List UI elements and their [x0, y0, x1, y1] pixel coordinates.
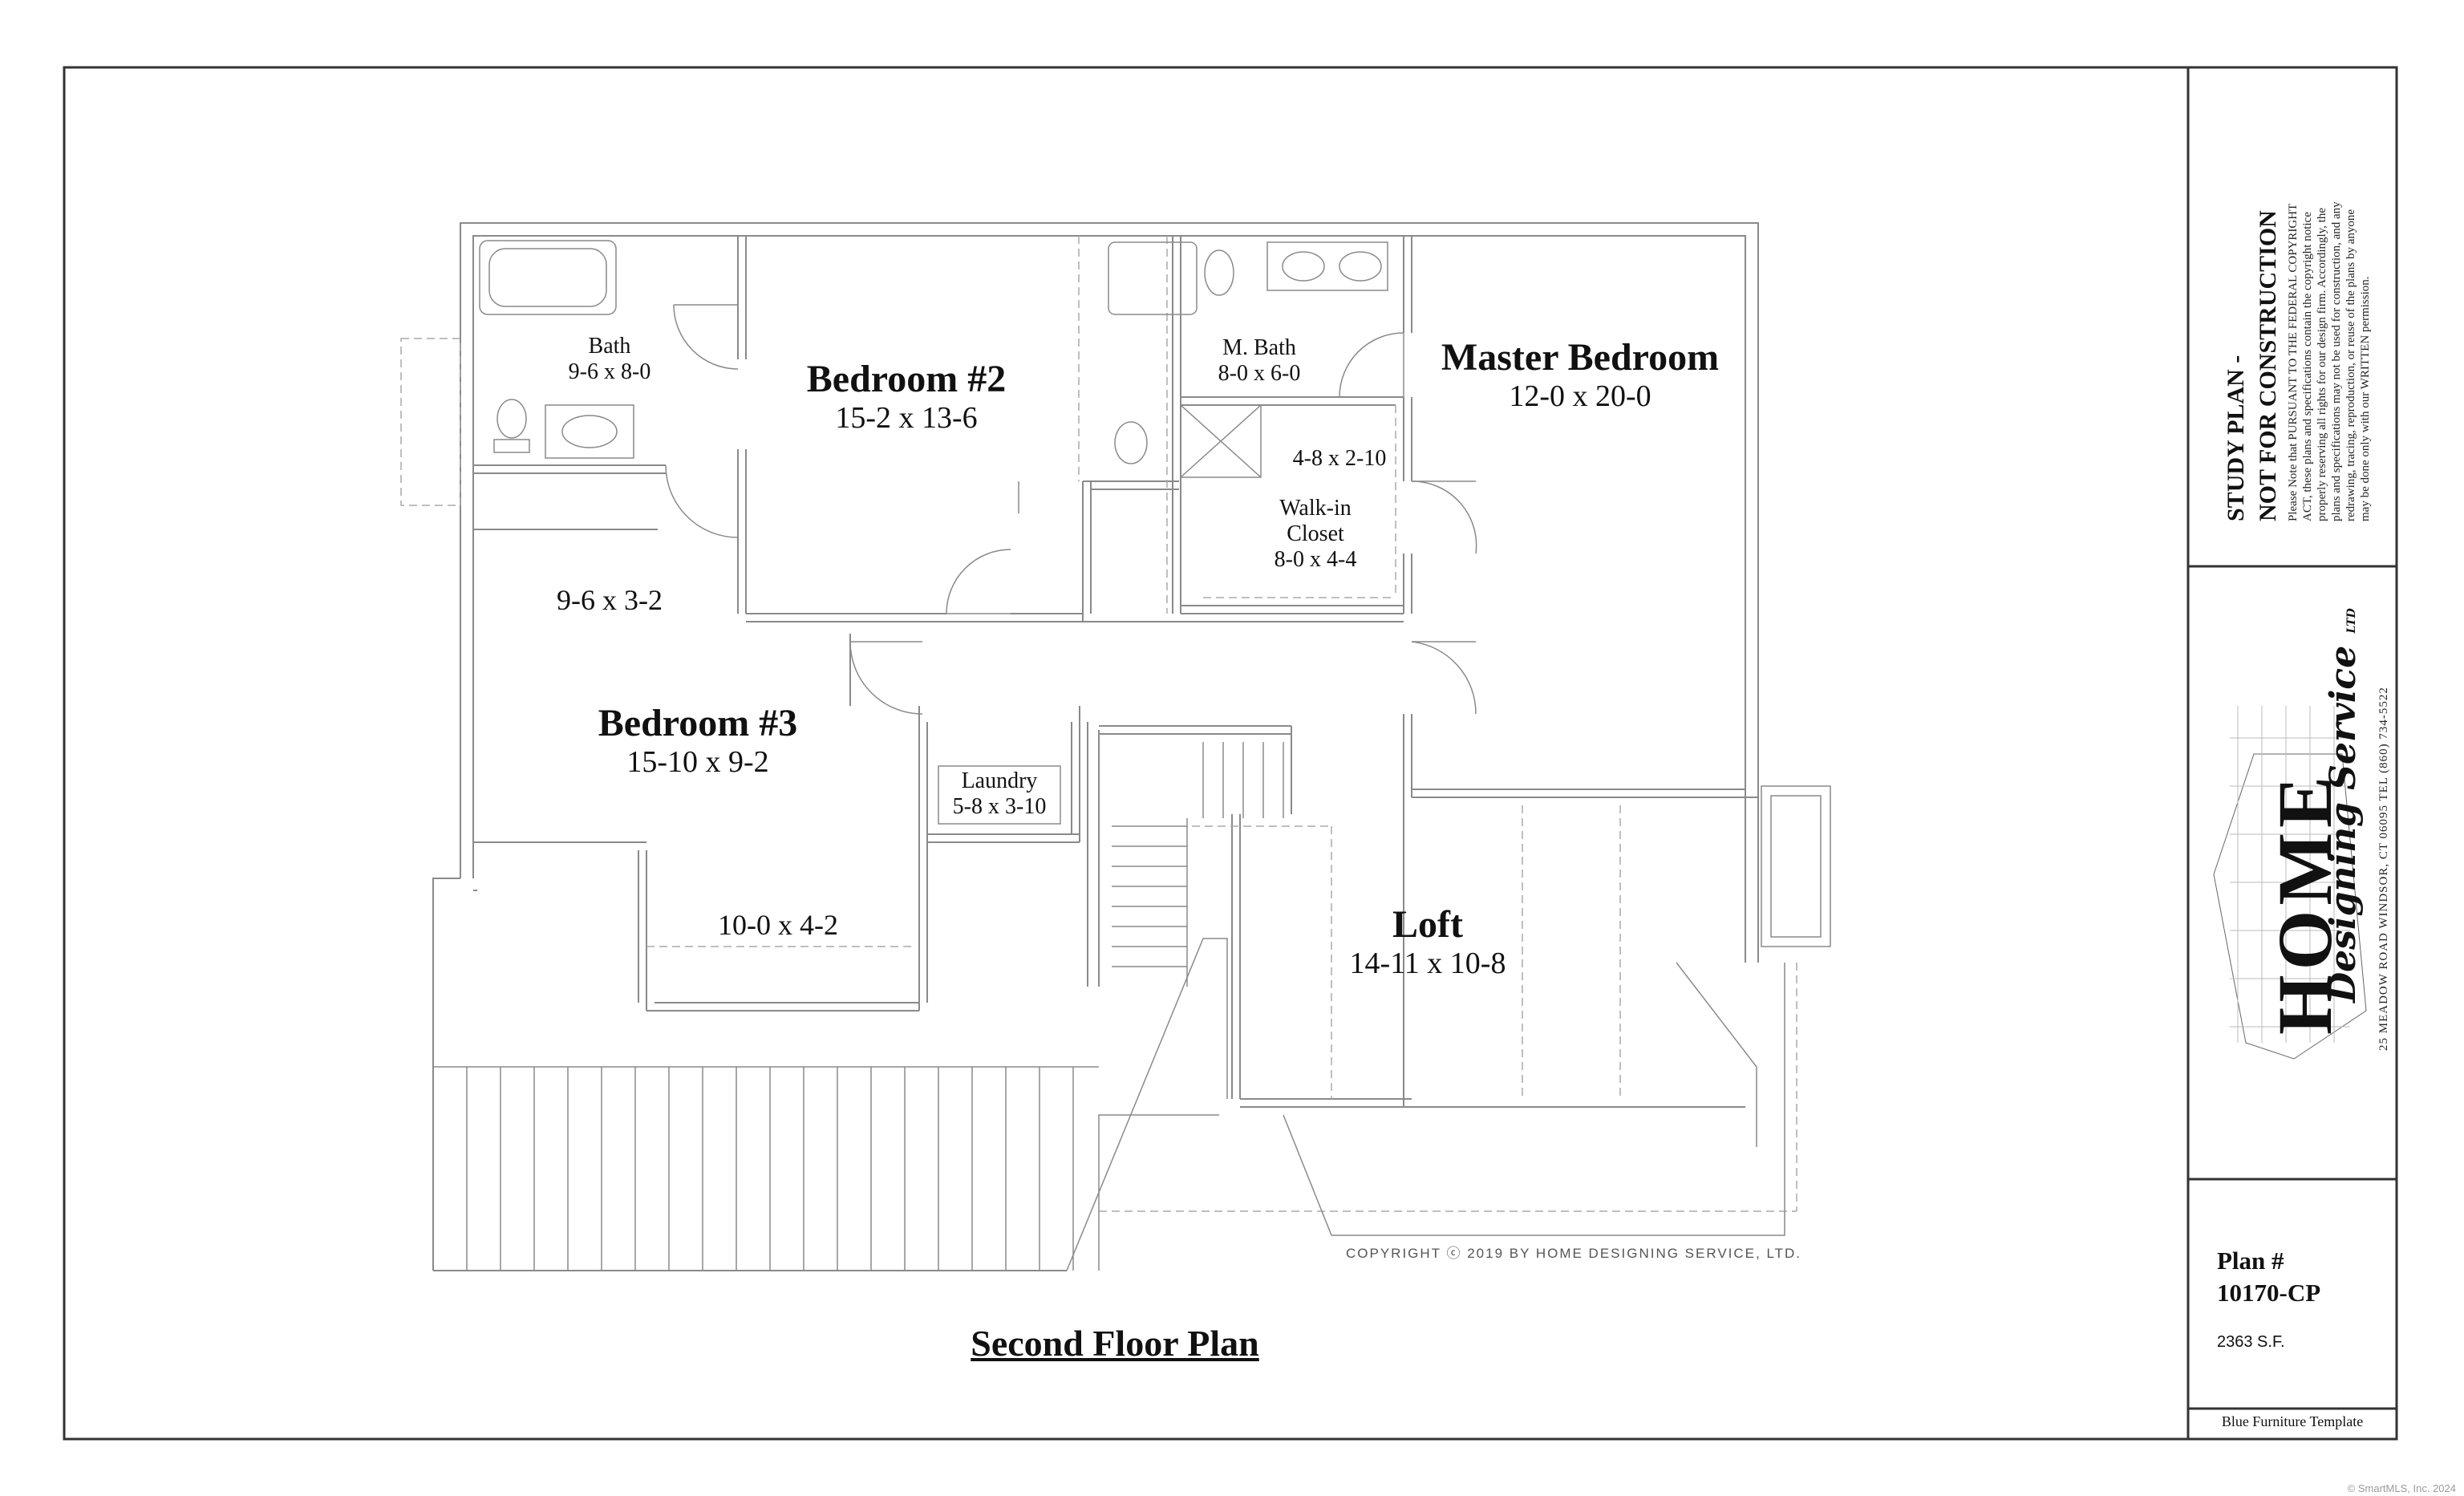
logo-script-text: Designing Service [2323, 645, 2364, 1003]
notice-line-3: properly reserving all rights for our de… [2316, 207, 2328, 521]
walkin-line1: Walk-in [1279, 496, 1352, 521]
walkin-label: Walk-in Closet 8-0 x 4-4 [1259, 496, 1372, 574]
loft-dims: 14-11 x 10-8 [1349, 947, 1506, 981]
watermark: © SmartMLS, Inc. 2024 [2347, 1482, 2456, 1494]
shower-label: 4-8 x 2-10 [1283, 446, 1396, 472]
plan-label: Plan # [2217, 1247, 2284, 1275]
mbath-name: M. Bath [1222, 335, 1296, 360]
logo-ltd: LTD [2345, 608, 2358, 634]
laundry-box [938, 765, 1061, 825]
shower-dims: 4-8 x 2-10 [1292, 446, 1387, 471]
bath-name: Bath [588, 334, 631, 359]
plan-number: 10170-CP [2217, 1279, 2321, 1307]
sheet-border [63, 66, 2398, 1441]
bedroom2-dims: 15-2 x 13-6 [835, 401, 978, 436]
vanity [545, 404, 634, 459]
master-dims: 12-0 x 20-0 [1509, 379, 1651, 414]
mbath-label: M. Bath 8-0 x 6-0 [1203, 335, 1315, 387]
bedroom2-label: Bedroom #2 15-2 x 13-6 [770, 357, 1043, 436]
closet3-dims: 10-0 x 4-2 [718, 909, 838, 941]
stairs [1112, 742, 1284, 987]
master-name: Master Bedroom [1441, 336, 1720, 379]
template-name: Blue Furniture Template [2221, 1413, 2364, 1429]
laundry-name: Laundry [961, 768, 1038, 793]
notice-line-5: redrawing, tracing, reproduction, or reu… [2344, 209, 2357, 521]
exterior-walls [432, 222, 1759, 1271]
bedroom3-dims: 15-10 x 9-2 [626, 745, 769, 780]
bath-dims: 9-6 x 8-0 [568, 359, 651, 385]
address-text: 25 MEADOW ROAD WINDSOR, CT 06095 TEL (86… [2377, 687, 2390, 1051]
roof-lines [433, 785, 1831, 1271]
fixtures [479, 240, 1388, 825]
area: 2363 S.F. [2217, 1333, 2285, 1351]
laundry-label: Laundry 5-8 x 3-10 [943, 768, 1056, 820]
walkin-line2: Closet [1287, 521, 1344, 547]
dashed-lines [400, 236, 1797, 1212]
hall-closet-dims: 9-6 x 3-2 [557, 584, 663, 616]
laundry-dims: 5-8 x 3-10 [952, 794, 1047, 820]
logo-mark [2213, 706, 2367, 1060]
shower [1180, 404, 1262, 478]
study-line1: STUDY PLAN - [2223, 355, 2249, 521]
study-plan-heading: STUDY PLAN - NOT FOR CONSTRUCTION [2220, 210, 2284, 521]
study-line2: NOT FOR CONSTRUCTION [2255, 210, 2281, 521]
walkin-dims: 8-0 x 4-4 [1274, 547, 1357, 573]
master-label: Master Bedroom 12-0 x 20-0 [1412, 335, 1749, 415]
notice-line-2: ACT, these plans and specifications cont… [2301, 212, 2314, 521]
notice-line-1: Please Note that PURSUANT TO THE FEDERAL… [2287, 203, 2300, 521]
notice-line-6: may be done only with our WRITTEN permis… [2359, 276, 2372, 521]
mbath-dims: 8-0 x 6-0 [1218, 361, 1301, 387]
bedroom3-label: Bedroom #3 15-10 x 9-2 [561, 701, 834, 780]
hall-closet-label: 9-6 x 3-2 [529, 584, 690, 617]
logo-script: Designing Service LTD [2323, 608, 2364, 1003]
notice-line-4: plans and specifications may not be used… [2330, 201, 2343, 521]
closet3-label: 10-0 x 4-2 [698, 909, 858, 942]
bathtub [479, 240, 617, 315]
loft-name: Loft [1392, 903, 1463, 946]
door-swings [665, 304, 1477, 715]
sheet-title: Second Floor Plan [971, 1323, 1259, 1364]
copyright-line: COPYRIGHT ⓒ 2019 BY HOME DESIGNING SERVI… [1346, 1246, 1802, 1261]
loft-label: Loft 14-11 x 10-8 [1315, 902, 1540, 982]
toilet [496, 399, 527, 439]
plan-number-block: Plan # 10170-CP [2217, 1245, 2320, 1309]
bedroom3-name: Bedroom #3 [598, 702, 798, 744]
copyright-notice: Please Note that PURSUANT TO THE FEDERAL… [2286, 201, 2373, 521]
bedroom2-name: Bedroom #2 [806, 358, 1007, 400]
address: 25 MEADOW ROAD WINDSOR, CT 06095 TEL (86… [2377, 687, 2391, 1051]
bath-label: Bath 9-6 x 8-0 [553, 334, 666, 385]
